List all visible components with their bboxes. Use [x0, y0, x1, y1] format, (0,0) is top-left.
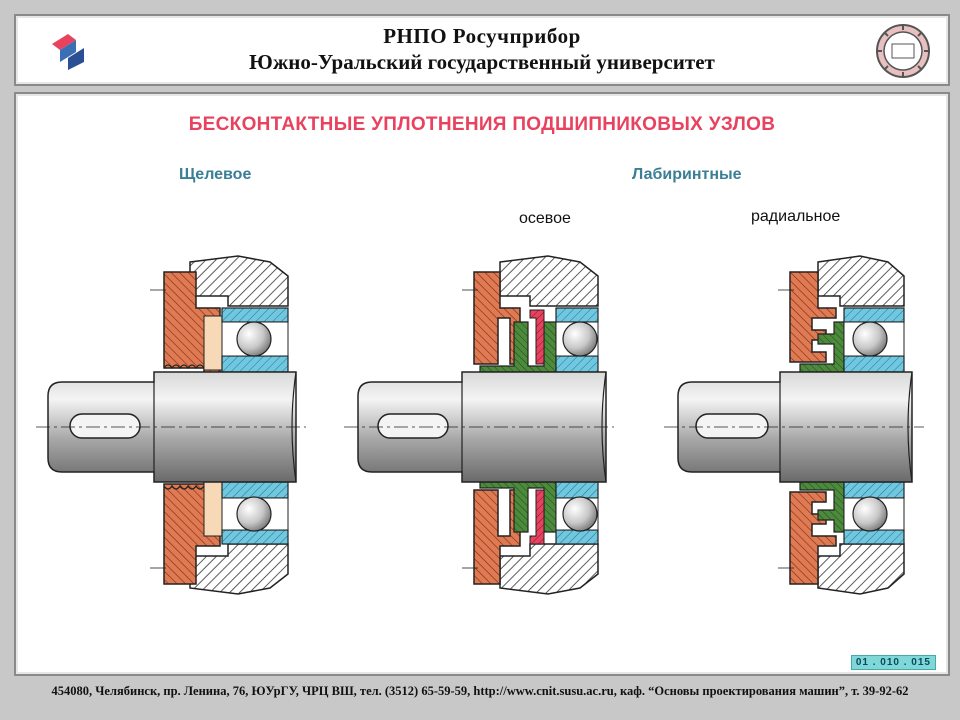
university-seal-icon — [876, 24, 930, 78]
label-radial: радиальное — [751, 208, 841, 225]
bearing-top-2 — [555, 307, 599, 373]
header-banner: РНПО Росучприбор Южно-Уральский государс… — [14, 14, 950, 86]
header-title-line1: РНПО Росучприбор — [383, 24, 581, 48]
bearing-bottom-2 — [555, 481, 599, 545]
rnpo-logo-icon — [52, 34, 84, 70]
label-axial: осевое — [519, 210, 571, 227]
header-title-line2: Южно-Уральский государственный университ… — [249, 50, 715, 74]
assembly-axial-labyrinth — [344, 255, 614, 595]
label-slot-seal: Щелевое — [179, 166, 252, 183]
bearing-bottom-1 — [221, 481, 289, 545]
sheet-code: 01 . 010 . 015 — [850, 655, 936, 670]
assembly-radial-labyrinth — [664, 255, 924, 595]
footer-contact: 454080, Челябинск, пр. Ленина, 76, ЮУрГУ… — [51, 684, 909, 698]
diagram-title: БЕСКОНТАКТНЫЕ УПЛОТНЕНИЯ ПОДШИПНИКОВЫХ У… — [188, 114, 776, 135]
label-labyrinth-seals: Лабиринтные — [632, 166, 742, 183]
bearing-top-1 — [221, 307, 289, 373]
bearing-top-3 — [843, 307, 905, 373]
bearing-bottom-3 — [843, 481, 905, 545]
assembly-slot-seal — [36, 255, 306, 595]
